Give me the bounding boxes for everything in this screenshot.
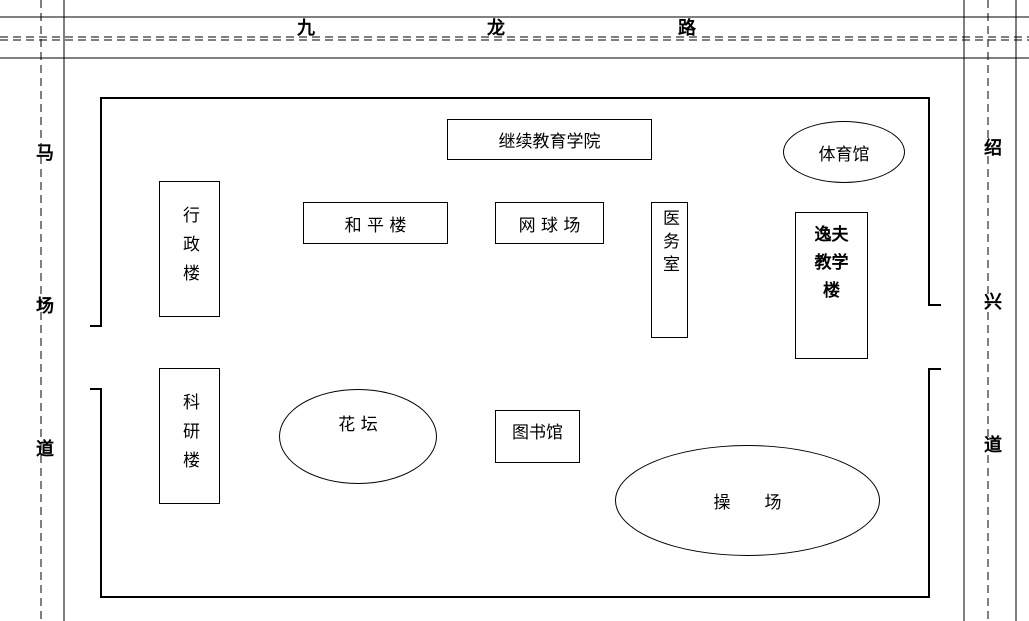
campus-wall-upper [90, 97, 941, 327]
building-administration: 行政楼 [159, 181, 220, 317]
road-label-machang-3: 道 [36, 439, 54, 460]
building-label: 行政楼 [179, 205, 199, 293]
building-label: 和 平 楼 [344, 215, 407, 236]
building-label: 医务室 [659, 209, 679, 278]
building-label: 科研楼 [179, 392, 199, 480]
building-tennis-court: 网 球 场 [495, 202, 604, 244]
building-label: 图书馆 [512, 423, 563, 443]
building-label: 体育馆 [818, 144, 870, 165]
building-library: 图书馆 [495, 410, 580, 463]
building-yifu-teaching: 逸夫 教学 楼 [795, 212, 868, 359]
sports-field: 操 场 [615, 445, 880, 556]
flower-bed: 花 坛 [279, 389, 437, 484]
building-label-line: 教学 [814, 253, 849, 273]
building-gymnasium: 体育馆 [783, 121, 905, 183]
building-label: 操 场 [713, 493, 782, 513]
building-heping: 和 平 楼 [303, 202, 448, 244]
road-label-jiulong-1: 九 [297, 18, 315, 39]
road-label-shaoxing-1: 绍 [984, 138, 1002, 159]
building-label-line: 楼 [823, 281, 840, 301]
road-label-machang-2: 场 [36, 296, 54, 317]
building-label: 继续教育学院 [498, 132, 601, 152]
road-label-jiulong-3: 路 [678, 18, 696, 39]
campus-wall-lower [90, 368, 941, 598]
building-label: 花 坛 [338, 415, 378, 435]
building-continuing-education: 继续教育学院 [447, 119, 652, 160]
building-label: 网 球 场 [518, 215, 581, 236]
road-label-jiulong-2: 龙 [487, 18, 505, 39]
road-label-shaoxing-3: 道 [984, 435, 1002, 456]
building-research: 科研楼 [159, 368, 220, 504]
building-label-line: 逸夫 [814, 225, 849, 245]
road-label-machang-1: 马 [36, 143, 54, 164]
building-clinic: 医务室 [651, 202, 688, 338]
road-label-shaoxing-2: 兴 [984, 292, 1002, 313]
